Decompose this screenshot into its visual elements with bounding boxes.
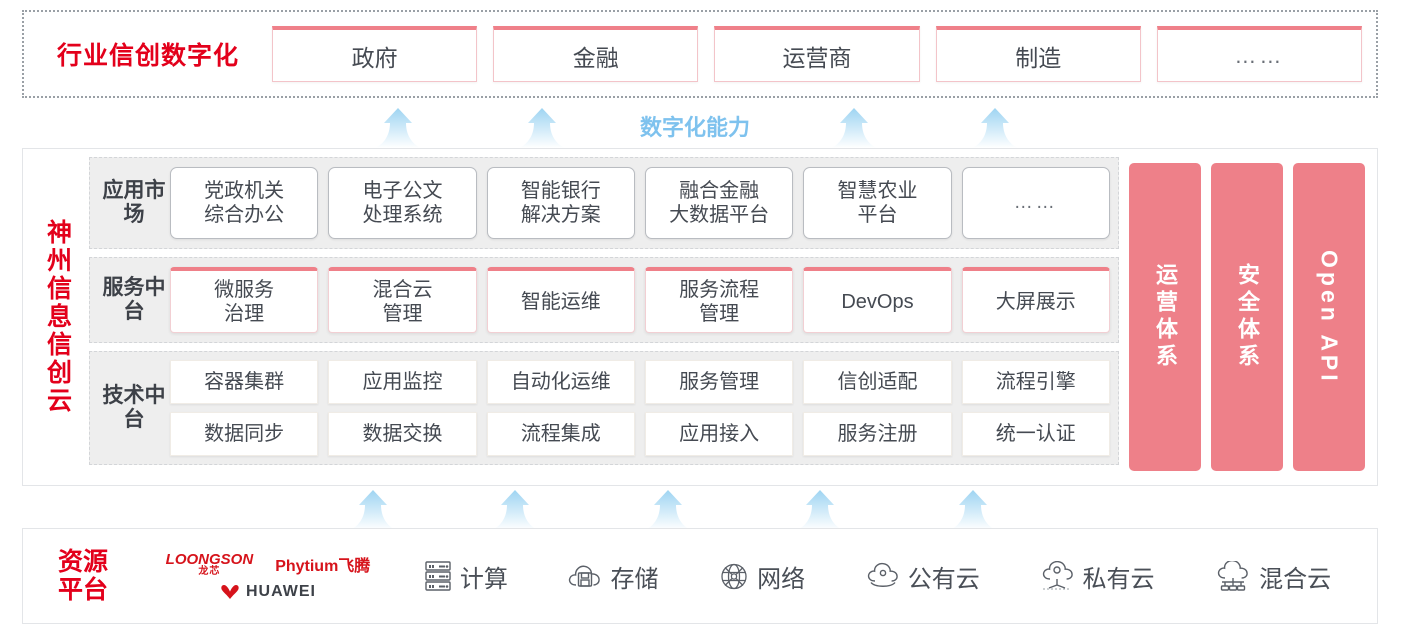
resource-item-list: 计算 存储 (393, 559, 1377, 594)
up-arrow-icon (350, 490, 396, 530)
tech-card-service-management[interactable]: 服务管理 (644, 360, 794, 404)
loongson-logo-sub: 龙芯 (198, 565, 221, 577)
resource-item-private-cloud-label: 私有云 (1082, 565, 1155, 593)
layer-label-service-platform: 服务中台 (102, 275, 166, 323)
app-card-party-government-office[interactable]: 党政机关 综合办公 (170, 167, 319, 239)
industry-box-operator[interactable]: 运营商 (714, 26, 920, 82)
pillar-open-api-label: Open API (1316, 249, 1343, 385)
resource-platform-band: 资源 平台 LOONGSON 龙芯 Phytium飞腾 HUAWEI (22, 528, 1378, 624)
public-cloud-icon (867, 562, 898, 587)
resource-item-public-cloud[interactable]: 公有云 (865, 559, 980, 594)
industry-band: 行业信创数字化 政府 金融 运营商 制造 …… (22, 10, 1378, 98)
resource-item-compute-label: 计算 (459, 565, 508, 593)
technology-row-1: 容器集群 应用监控 自动化运维 服务管理 信创适配 流程引擎 (170, 360, 1110, 404)
app-card-smart-bank-solution[interactable]: 智能银行 解决方案 (486, 167, 635, 239)
pillar-security-system[interactable]: 安全体系 (1211, 163, 1283, 471)
pillar-security-system-label: 安全体系 (1235, 263, 1260, 371)
tech-card-container-cluster[interactable]: 容器集群 (170, 360, 319, 404)
tech-card-application-monitoring[interactable]: 应用监控 (328, 360, 477, 404)
industry-box-government[interactable]: 政府 (272, 26, 478, 82)
resource-item-storage-label: 存储 (610, 565, 659, 593)
pillar-list: 运营体系 安全体系 Open API (1129, 157, 1367, 477)
resource-platform-title: 资源 平台 (57, 548, 108, 604)
tech-card-process-integration[interactable]: 流程集成 (486, 412, 635, 456)
layer-label-application-market: 应用市场 (102, 178, 166, 226)
app-card-finance-bigdata-platform[interactable]: 融合金融 大数据平台 (644, 167, 794, 239)
huawei-flower-icon (221, 585, 239, 599)
cloud-storage-icon (569, 565, 601, 587)
industry-box-finance[interactable]: 金融 (493, 26, 699, 82)
up-arrow-icon (519, 108, 565, 148)
up-arrow-icon (645, 490, 691, 530)
up-arrow-icon (972, 108, 1018, 148)
tech-card-data-exchange[interactable]: 数据交换 (328, 412, 477, 456)
tech-card-automated-ops[interactable]: 自动化运维 (486, 360, 635, 404)
industry-box-manufacturing[interactable]: 制造 (935, 26, 1141, 82)
pillar-operations-system[interactable]: 运营体系 (1129, 163, 1201, 471)
industry-band-title: 行业信创数字化 (56, 42, 239, 70)
service-card-hybrid-cloud-management[interactable]: 混合云 管理 (328, 267, 477, 333)
pillar-operations-system-label: 运营体系 (1153, 263, 1178, 371)
tech-card-application-access[interactable]: 应用接入 (644, 412, 794, 456)
industry-box-more[interactable]: …… (1156, 26, 1363, 82)
app-card-edoc-system[interactable]: 电子公文 处理系统 (328, 167, 477, 239)
resource-item-private-cloud[interactable]: 私有云 (1039, 559, 1154, 594)
resource-item-hybrid-cloud[interactable]: 混合云 (1214, 559, 1331, 594)
capability-label: 数字化能力 (640, 115, 751, 140)
resource-item-storage[interactable]: 存储 (567, 559, 658, 594)
resource-item-hybrid-cloud-label: 混合云 (1259, 565, 1332, 593)
layer-technology-platform: 技术中台 容器集群 应用监控 自动化运维 服务管理 信创适配 流程引擎 数据同步 (89, 351, 1119, 465)
layer-stack: 应用市场 党政机关 综合办公 电子公文 处理系统 智能银行 解决方案 融合金融 … (89, 157, 1119, 477)
technology-row-2: 数据同步 数据交换 流程集成 应用接入 服务注册 统一认证 (170, 412, 1110, 456)
service-card-devops[interactable]: DevOps (803, 267, 952, 333)
up-arrow-icon (797, 490, 843, 530)
service-card-microservice-governance[interactable]: 微服务 治理 (170, 267, 319, 333)
resource-item-network[interactable]: 网络 (718, 559, 805, 594)
up-arrow-icon (950, 490, 996, 530)
cloud-platform-section: 神州信息信创云 应用市场 党政机关 综合办公 电子公文 处理系统 智能银行 解决… (22, 148, 1378, 486)
vendor-logo-group: LOONGSON 龙芯 Phytium飞腾 HUAWEI (143, 552, 393, 601)
tech-card-unified-auth[interactable]: 统一认证 (961, 412, 1110, 456)
service-card-intelligent-ops[interactable]: 智能运维 (486, 267, 635, 333)
application-market-items: 党政机关 综合办公 电子公文 处理系统 智能银行 解决方案 融合金融 大数据平台… (170, 164, 1110, 242)
up-arrow-icon (492, 490, 538, 530)
loongson-logo-name: LOONGSON (165, 550, 254, 568)
app-card-smart-agriculture-platform[interactable]: 智慧农业 平台 (803, 167, 952, 239)
vendor-row-1: LOONGSON 龙芯 Phytium飞腾 (166, 552, 371, 577)
industry-box-list: 政府 金融 运营商 制造 …… (272, 26, 1376, 82)
pillar-open-api[interactable]: Open API (1293, 163, 1365, 471)
service-card-process-management[interactable]: 服务流程 管理 (644, 267, 794, 333)
layer-label-technology-platform: 技术中台 (102, 383, 166, 431)
technology-platform-items: 容器集群 应用监控 自动化运维 服务管理 信创适配 流程引擎 数据同步 数据交换… (170, 358, 1110, 458)
up-arrow-icon (375, 108, 421, 148)
resource-item-network-label: 网络 (757, 565, 806, 593)
network-icon (721, 563, 747, 589)
service-card-bigscreen-display[interactable]: 大屏展示 (961, 267, 1110, 333)
huawei-logo-text: HUAWEI (246, 582, 316, 600)
service-platform-items: 微服务 治理 混合云 管理 智能运维 服务流程 管理 DevOps 大屏展示 (170, 264, 1110, 336)
resource-item-compute[interactable]: 计算 (423, 559, 508, 594)
layer-service-platform: 服务中台 微服务 治理 混合云 管理 智能运维 服务流程 管理 DevOps 大… (89, 257, 1119, 343)
huawei-logo: HUAWEI (220, 583, 316, 601)
private-cloud-icon (1043, 561, 1074, 590)
vendor-row-2: HUAWEI (220, 583, 316, 601)
app-card-more[interactable]: …… (961, 167, 1110, 239)
tech-card-xinchuang-adaptation[interactable]: 信创适配 (803, 360, 952, 404)
resource-item-public-cloud-label: 公有云 (907, 565, 980, 593)
cloud-platform-body: 应用市场 党政机关 综合办公 电子公文 处理系统 智能银行 解决方案 融合金融 … (85, 149, 1377, 485)
server-icon (425, 561, 451, 591)
tech-card-process-engine[interactable]: 流程引擎 (961, 360, 1110, 404)
cloud-platform-title-text: 神州信息信创云 (43, 219, 72, 415)
tech-card-service-registry[interactable]: 服务注册 (803, 412, 952, 456)
hybrid-cloud-icon (1218, 561, 1248, 591)
tech-card-data-sync[interactable]: 数据同步 (170, 412, 319, 456)
loongson-logo: LOONGSON 龙芯 (166, 552, 254, 577)
phytium-logo: Phytium飞腾 (275, 558, 371, 575)
layer-application-market: 应用市场 党政机关 综合办公 电子公文 处理系统 智能银行 解决方案 融合金融 … (89, 157, 1119, 249)
up-arrow-icon (831, 108, 877, 148)
cloud-platform-title: 神州信息信创云 (23, 149, 85, 485)
